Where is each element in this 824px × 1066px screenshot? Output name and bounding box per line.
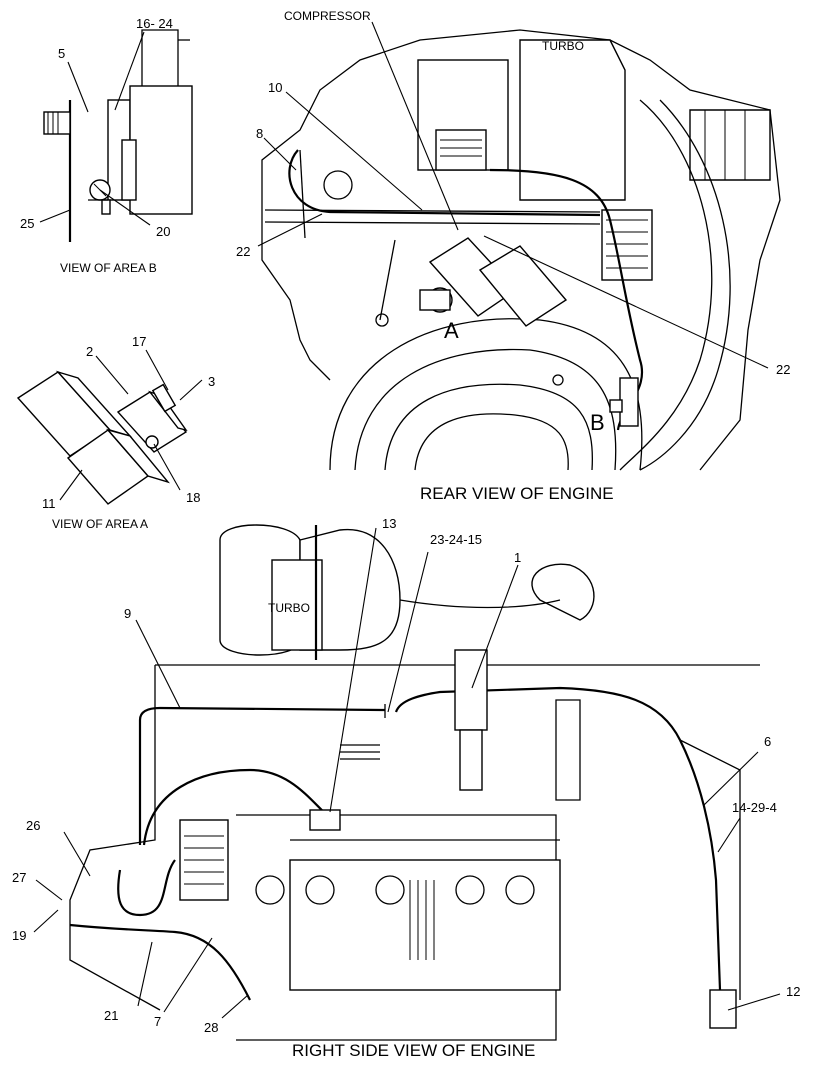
callout-13: 13 xyxy=(382,516,396,531)
turbo-side-label: TURBO xyxy=(268,601,310,615)
callout-2: 2 xyxy=(86,344,93,359)
callout-12: 12 xyxy=(786,984,800,999)
turbo-rear-label: TURBO xyxy=(542,39,584,53)
rear-view-title: REAR VIEW OF ENGINE xyxy=(420,484,614,503)
callout-16-24: 16- 24 xyxy=(136,16,173,31)
callout-14-29-4: 14-29-4 xyxy=(732,800,777,815)
compressor-label: COMPRESSOR xyxy=(284,9,371,23)
area-a-title: VIEW OF AREA A xyxy=(52,517,148,531)
callout-22-left: 22 xyxy=(236,244,250,259)
area-a-marker: A xyxy=(444,318,459,343)
callout-8: 8 xyxy=(256,126,263,141)
view-titles: REAR VIEW OF ENGINE RIGHT SIDE VIEW OF E… xyxy=(52,261,614,1060)
callout-17: 17 xyxy=(132,334,146,349)
area-b-marker: B xyxy=(590,410,605,435)
leader-lines xyxy=(33,21,781,1019)
area-b-detail xyxy=(43,29,193,242)
callout-21: 21 xyxy=(104,1008,118,1023)
callout-28: 28 xyxy=(204,1020,218,1035)
callout-7: 7 xyxy=(154,1014,161,1029)
callout-27: 27 xyxy=(12,870,26,885)
callout-22-right: 22 xyxy=(776,362,790,377)
callout-9: 9 xyxy=(124,606,131,621)
callout-23-24-15: 23-24-15 xyxy=(430,532,482,547)
callout-5: 5 xyxy=(58,46,65,61)
area-a-detail xyxy=(16,370,188,505)
callout-19: 19 xyxy=(12,928,26,943)
callout-10: 10 xyxy=(268,80,282,95)
side-view-title: RIGHT SIDE VIEW OF ENGINE xyxy=(292,1041,535,1060)
callout-3: 3 xyxy=(208,374,215,389)
callout-6: 6 xyxy=(764,734,771,749)
callout-25: 25 xyxy=(20,216,34,231)
callout-numbers: 16- 24 5 25 20 10 8 22 22 2 17 3 11 18 1… xyxy=(12,16,800,1035)
side-engine-view xyxy=(69,524,760,1041)
component-labels: COMPRESSOR TURBO TURBO A B xyxy=(268,9,605,615)
rear-engine-view xyxy=(261,29,781,471)
callout-26: 26 xyxy=(26,818,40,833)
callout-1: 1 xyxy=(514,550,521,565)
callout-18: 18 xyxy=(186,490,200,505)
area-b-title: VIEW OF AREA B xyxy=(60,261,157,275)
callout-11: 11 xyxy=(42,496,56,511)
callout-20: 20 xyxy=(156,224,170,239)
